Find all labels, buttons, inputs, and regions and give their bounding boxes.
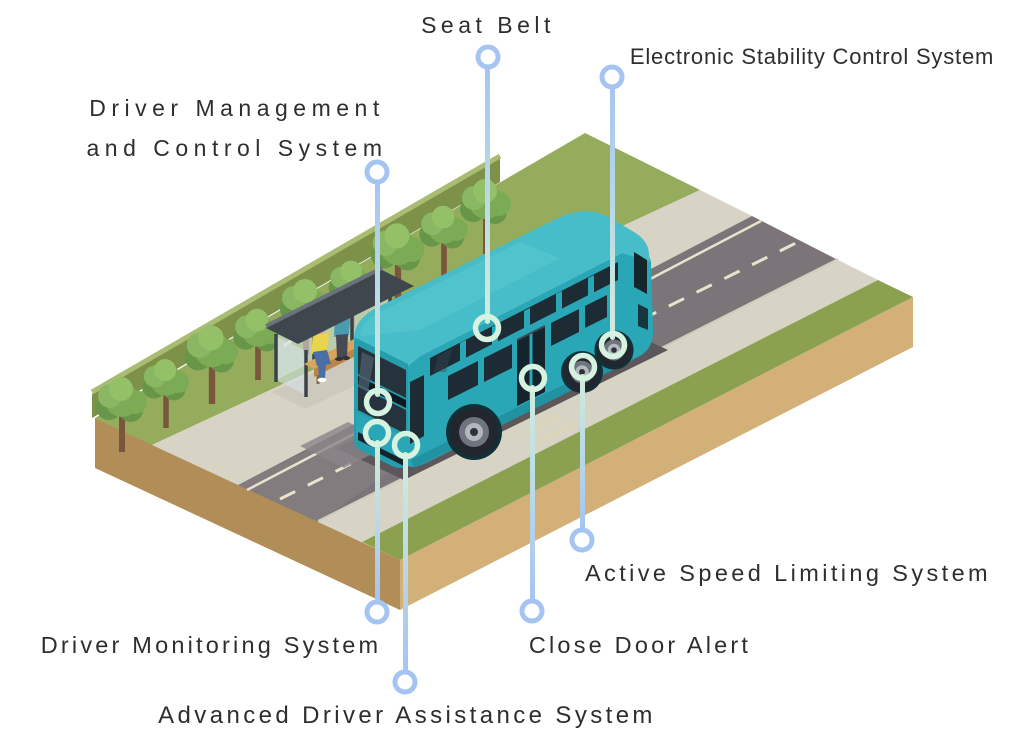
block-side-right [400, 297, 913, 610]
target-ring [518, 363, 548, 393]
upper-window-streak [434, 349, 452, 372]
label-driver-management-line1: Driver Management [89, 95, 384, 121]
rear-vent [638, 304, 648, 330]
bus-stop-shelter [265, 266, 428, 409]
callout-seat-belt [472, 44, 502, 343]
grass-verge-far [362, 280, 913, 560]
label-electronic-stability-control: Electronic Stability Control System [630, 44, 994, 69]
label-ring [569, 527, 595, 553]
lower-window-1 [448, 361, 478, 400]
front-grille [376, 446, 404, 466]
block-side-left [95, 418, 400, 610]
label-active-speed-limiting: Active Speed Limiting System [585, 560, 991, 586]
lower-window-4 [585, 295, 607, 328]
front-wheel [446, 404, 502, 460]
label-driver-management-line2: and Control System [87, 135, 388, 161]
label-seat-belt: Seat Belt [421, 12, 555, 38]
target-ring [472, 313, 502, 343]
callout-driver-monitoring [362, 418, 392, 625]
callout-advanced-driver-assistance [391, 430, 421, 695]
callout-close-door-alert [518, 363, 548, 624]
front-windshield-streak [358, 352, 374, 392]
label-advanced-driver-assistance: Advanced Driver Assistance System [158, 702, 656, 729]
target-ring [391, 430, 421, 460]
lower-window-2 [484, 344, 512, 382]
label-ring [475, 44, 501, 70]
sidewalk-far [318, 260, 878, 542]
rear-window [634, 252, 647, 294]
bus-roof-sheen [360, 242, 560, 336]
callout-lines [362, 44, 628, 695]
label-ring [599, 64, 625, 90]
label-ring [364, 599, 390, 625]
callout-labels: Seat Belt Electronic Stability Control S… [41, 12, 994, 729]
driver-side-window [410, 375, 424, 444]
label-ring [364, 159, 390, 185]
label-ring [392, 669, 418, 695]
target-ring [568, 352, 598, 382]
target-ring [362, 418, 392, 448]
label-ring [519, 598, 545, 624]
shelter-end-glass [276, 336, 306, 395]
bus-roof [353, 211, 650, 366]
callout-driver-management [363, 159, 393, 417]
label-close-door-alert: Close Door Alert [529, 632, 751, 658]
label-driver-monitoring: Driver Monitoring System [41, 632, 382, 658]
target-ring [598, 330, 628, 360]
lower-window-3 [551, 309, 579, 346]
callout-active-speed-limiting [568, 352, 598, 553]
callout-electronic-stability-control [598, 64, 628, 360]
target-ring [363, 387, 393, 417]
